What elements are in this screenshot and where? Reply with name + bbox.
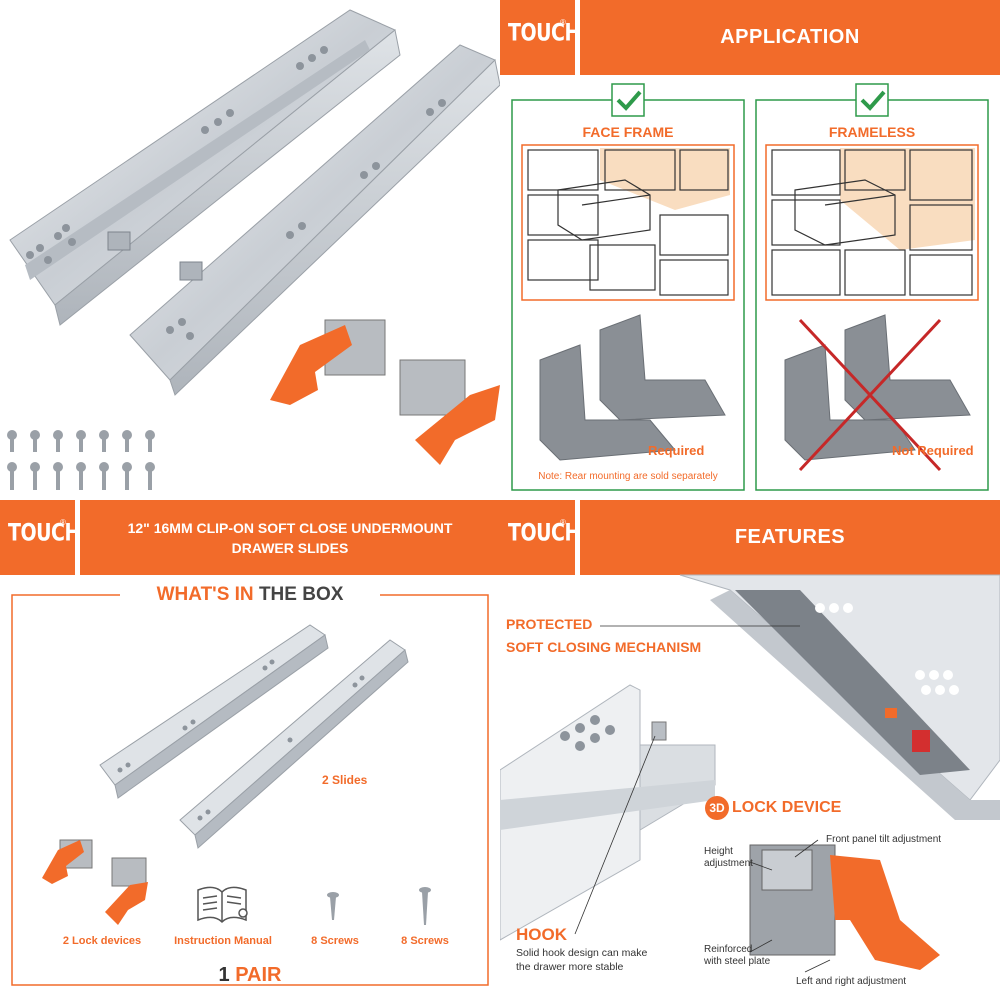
rear-bracket-not-required <box>784 314 971 461</box>
rear-bracket-required <box>539 314 726 461</box>
height-label-1: Height <box>704 846 733 857</box>
soft-close-mechanism-image <box>679 574 1000 820</box>
box-title-part1: WHAT'S IN <box>156 584 254 605</box>
hook-desc-1: Solid hook design can make <box>516 947 648 959</box>
pair-count: 1 PAIR <box>150 964 350 987</box>
box-title: WHAT'S IN THE BOX <box>120 584 380 606</box>
logo-text: TOUCH <box>508 519 580 547</box>
required-label: Required <box>648 443 705 458</box>
product-header: 12" 16MM CLIP-ON SOFT CLOSE UNDERMOUNT D… <box>80 500 500 575</box>
features-illustration <box>500 574 1000 973</box>
3d-badge: 3D <box>705 796 729 820</box>
features-title: FEATURES <box>580 500 1000 575</box>
slide-right <box>129 44 500 396</box>
pair-number: 1 <box>218 964 230 986</box>
cross-mark <box>798 318 942 472</box>
product-photo-panel <box>0 0 500 500</box>
lock-device-1 <box>270 319 386 405</box>
lock-device-title: LOCK DEVICE <box>732 799 842 816</box>
item-label: Instruction Manual <box>174 935 272 947</box>
lock-devices-image <box>42 839 148 925</box>
application-diagrams <box>511 83 989 491</box>
hook-slide-image <box>500 684 716 941</box>
item-label: 2 Lock devices <box>62 935 142 947</box>
height-label-2: adjustment <box>704 858 753 869</box>
frameless-label: FRAMELESS <box>828 124 916 140</box>
not-required-label: Not Required <box>892 443 974 458</box>
hook-title: HOOK <box>516 925 567 944</box>
logo-reg-mark: ® <box>60 518 66 527</box>
rear-mounting-note: Note: Rear mounting are sold separately <box>538 471 718 482</box>
book-icon <box>197 886 248 924</box>
lock-device-2 <box>399 359 500 465</box>
screw-icon <box>327 892 339 920</box>
left-right-label: Left and right adjustment <box>796 976 907 987</box>
protected-label: PROTECTED <box>506 616 593 632</box>
slide-left <box>9 9 401 326</box>
logo-text: TOUCH <box>8 519 80 547</box>
box-contents-panel: TOUCH ® 12" 16MM CLIP-ON SOFT CLOSE UNDE… <box>0 500 500 1000</box>
pair-word: PAIR <box>235 964 282 986</box>
logo-reg-mark: ® <box>560 18 566 27</box>
box-title-part2: THE BOX <box>258 584 344 605</box>
brand-logo: TOUCH ® <box>0 500 80 575</box>
brand-logo: TOUCH ® <box>500 500 580 575</box>
lock-device-image <box>749 844 940 970</box>
logo-text: TOUCH <box>508 19 580 47</box>
application-panel: TOUCH ® APPLICATION <box>500 0 1000 500</box>
reinforced-label-1: Reinforced <box>704 944 753 955</box>
slides-image <box>99 624 409 849</box>
hook-desc-2: the drawer more stable <box>516 961 624 973</box>
face-frame-label: FACE FRAME <box>582 124 674 140</box>
slides-label: 2 Slides <box>322 773 368 787</box>
check-icon <box>855 83 889 117</box>
soft-closing-label: SOFT CLOSING MECHANISM <box>506 639 702 655</box>
item-label: 8 Screws <box>311 935 359 947</box>
reinforced-label-2: with steel plate <box>704 956 771 967</box>
box-contents-illustration <box>11 594 489 986</box>
screw-icon-long <box>419 887 431 925</box>
check-icon <box>611 83 645 117</box>
front-panel-label: Front panel tilt adjustment <box>826 834 942 845</box>
brand-logo: TOUCH ® <box>500 0 580 75</box>
features-panel: TOUCH ® FEATURES <box>500 500 1000 1000</box>
application-title: APPLICATION <box>580 0 1000 75</box>
item-label: 8 Screws <box>401 935 449 947</box>
screws-grid <box>7 430 155 490</box>
drawer-slides-illustration <box>7 9 500 490</box>
logo-reg-mark: ® <box>560 518 566 527</box>
